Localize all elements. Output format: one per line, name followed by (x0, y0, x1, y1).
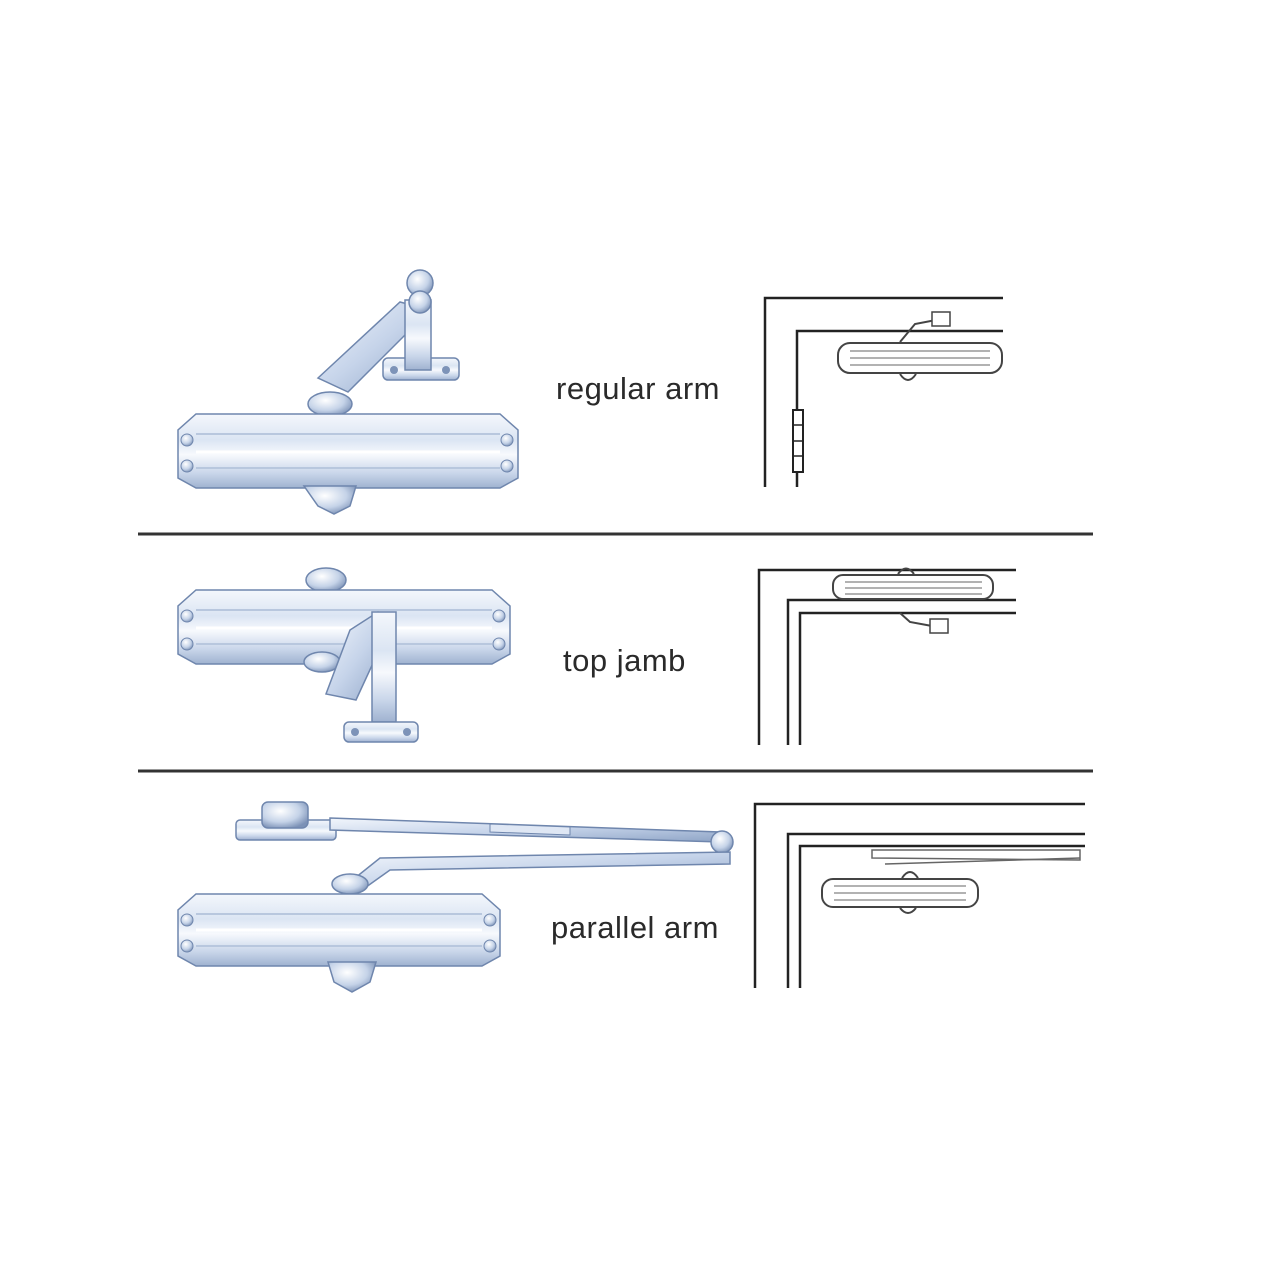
top-jamb-line-drawing (757, 567, 1016, 745)
parallel-arm-line-drawing (753, 802, 1085, 988)
regular-arm-closer-photo (177, 269, 519, 515)
regular-arm-line-drawing (763, 296, 1003, 487)
top-jamb-closer-photo (177, 567, 511, 743)
parallel-arm-label: parallel arm (551, 910, 719, 945)
top-jamb-label: top jamb (563, 643, 686, 678)
parallel-arm-closer-photo (177, 801, 734, 993)
regular-arm-label: regular arm (556, 371, 720, 406)
